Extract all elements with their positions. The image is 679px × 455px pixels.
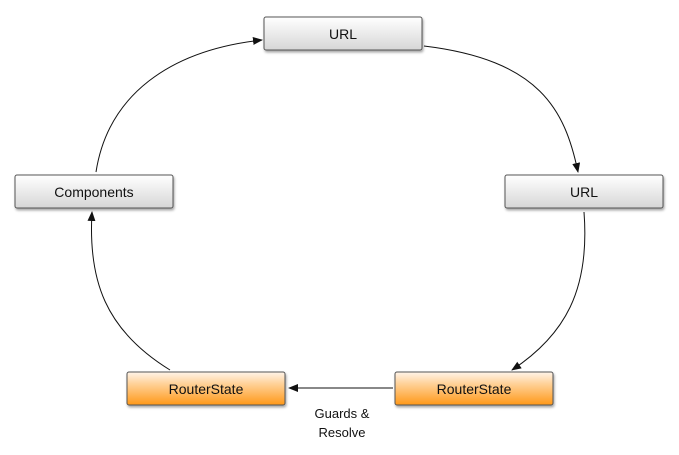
node-url-right: URL [504,174,664,209]
edge-components-to-url-top [95,36,263,173]
node-url-right-label: URL [570,184,598,200]
node-routerstate-right-label: RouterState [437,381,512,397]
node-url-top: URL [263,16,423,51]
edge-url-top-to-url-right [423,45,581,173]
node-routerstate-left: RouterState [126,371,286,406]
edge-label-guards: Guards & [315,406,370,421]
node-components-label: Components [54,184,133,200]
edge-label-resolve: Resolve [319,425,366,440]
node-routerstate-right: RouterState [394,371,554,406]
node-components: Components [14,174,174,209]
node-url-top-label: URL [329,26,357,42]
edge-routerstate-left-to-components [87,211,171,371]
edge-url-right-to-routerstate-right [511,211,586,371]
node-routerstate-left-label: RouterState [169,381,244,397]
